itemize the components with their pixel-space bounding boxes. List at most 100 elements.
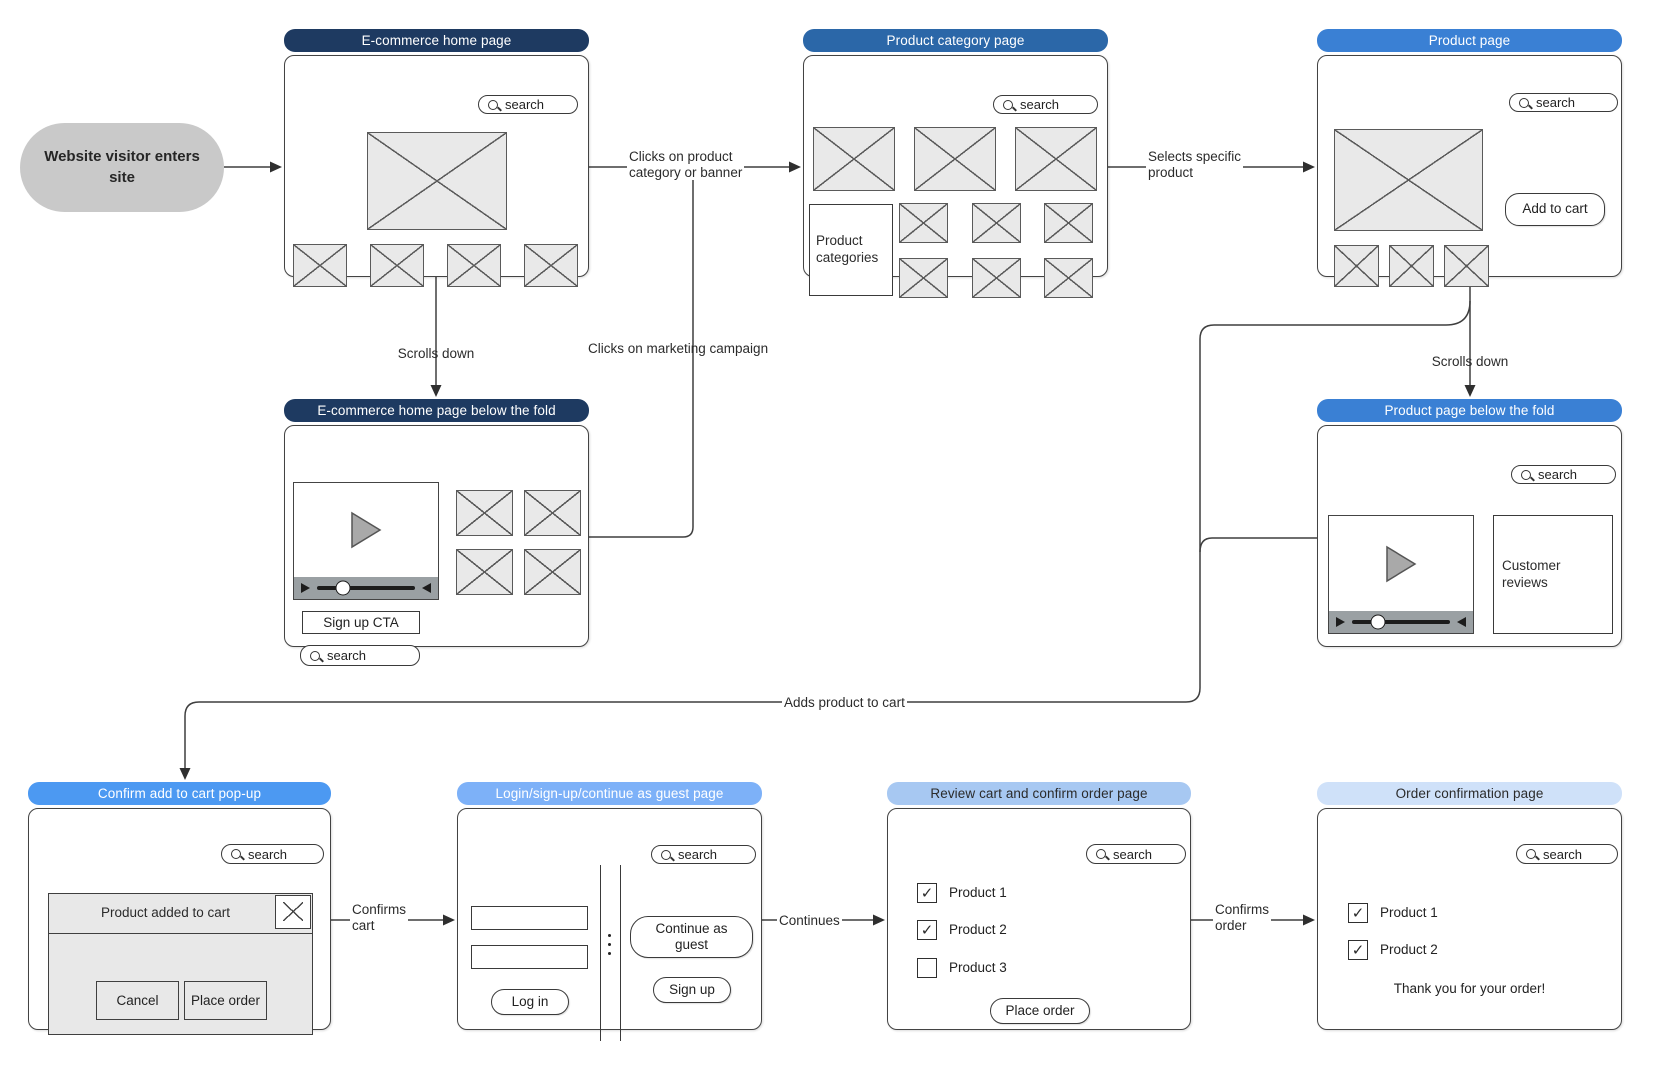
slider-knob-icon[interactable] — [1370, 614, 1386, 630]
search-label: search — [1538, 467, 1578, 482]
wireframe-body: search Customer reviews — [1317, 425, 1622, 647]
sign-up-button[interactable]: Sign up — [653, 977, 731, 1003]
image-placeholder — [456, 490, 513, 536]
search-input[interactable]: search — [993, 95, 1098, 114]
category-banner-placeholder — [1015, 127, 1097, 191]
page-title-bar: Product page below the fold — [1317, 399, 1622, 422]
close-icon[interactable] — [275, 895, 311, 929]
seek-slider[interactable] — [317, 580, 415, 596]
log-in-label: Log in — [511, 993, 549, 1009]
checkbox-checked[interactable]: ✓ — [1348, 903, 1368, 923]
checkbox-checked[interactable]: ✓ — [917, 883, 937, 903]
place-order-label: Place order — [190, 993, 261, 1008]
check-icon: ✓ — [1351, 904, 1365, 922]
page-login-signup-guest: Login/sign-up/continue as guest page sea… — [457, 782, 762, 1041]
product-thumb-placeholder — [899, 258, 948, 298]
volume-icon[interactable] — [1457, 617, 1466, 627]
volume-icon[interactable] — [422, 583, 431, 593]
search-icon — [1519, 97, 1529, 108]
search-input[interactable]: search — [478, 95, 578, 114]
page-title-bar: E-commerce home page — [284, 29, 589, 52]
product-categories-label: Product categories — [816, 233, 879, 265]
wireframe-body: search ✓ Product 1 ✓ Product 2 Thank you… — [1317, 808, 1622, 1030]
connector-below-fold-join — [1199, 537, 1317, 553]
seek-slider[interactable] — [1352, 614, 1450, 630]
category-banner-placeholder — [813, 127, 895, 191]
wireframe-body: search — [284, 55, 589, 287]
wireframe-body: search ✓ Product 1 ✓ Product 2 Product 3… — [887, 808, 1191, 1030]
search-input[interactable]: search — [651, 845, 756, 864]
arrowhead — [270, 161, 282, 173]
video-player[interactable] — [293, 482, 439, 600]
edge-label-scrolls-down-product: Scrolls down — [1431, 354, 1509, 369]
search-input[interactable]: search — [300, 645, 420, 666]
arrowhead — [179, 768, 191, 780]
divider — [620, 865, 621, 1041]
page-title: Product category page — [886, 33, 1025, 48]
search-input[interactable]: search — [221, 844, 324, 864]
place-order-label: Place order — [1005, 1002, 1075, 1018]
edge-label-selects-product: Selects specific product — [1146, 149, 1244, 181]
slider-knob-icon[interactable] — [335, 580, 351, 596]
cart-item-label: Product 1 — [949, 885, 1007, 900]
video-player[interactable] — [1328, 515, 1474, 634]
search-input[interactable]: search — [1516, 844, 1618, 864]
thank-you-message: Thank you for your order! — [1393, 981, 1546, 996]
connector-adds-to-cart — [184, 300, 1471, 770]
video-controls — [294, 577, 438, 599]
edge-label-confirms-order: Confirms order — [1213, 902, 1272, 934]
check-icon: ✓ — [1351, 941, 1365, 959]
place-order-button[interactable]: Place order — [184, 981, 267, 1020]
checkbox-checked[interactable]: ✓ — [1348, 940, 1368, 960]
log-in-button[interactable]: Log in — [491, 989, 569, 1015]
search-label: search — [1536, 95, 1576, 110]
cart-item-label: Product 3 — [949, 960, 1007, 975]
divider — [600, 865, 601, 1041]
product-thumb-placeholder — [1444, 245, 1489, 287]
continue-as-guest-button[interactable]: Continue as guest — [630, 916, 753, 958]
video-screen — [294, 483, 438, 577]
page-title-bar: Product page — [1317, 29, 1622, 52]
image-placeholder — [524, 490, 581, 536]
page-title: Login/sign-up/continue as guest page — [495, 786, 724, 801]
check-icon: ✓ — [920, 921, 934, 939]
play-button-icon[interactable] — [1336, 617, 1345, 627]
product-thumb-placeholder — [1334, 245, 1379, 287]
search-icon — [1521, 469, 1531, 480]
play-icon[interactable] — [1384, 544, 1418, 584]
signup-cta-button[interactable]: Sign up CTA — [302, 611, 420, 634]
place-order-button[interactable]: Place order — [990, 998, 1090, 1024]
page-title: E-commerce home page — [361, 33, 512, 48]
start-node-label: Website visitor enters site — [44, 148, 200, 186]
search-input[interactable]: search — [1509, 93, 1618, 112]
play-button-icon[interactable] — [301, 583, 310, 593]
image-placeholder — [524, 244, 578, 287]
add-to-cart-button[interactable]: Add to cart — [1505, 193, 1605, 226]
arrowhead — [1464, 385, 1476, 397]
wireframe-body: search Add to cart — [1317, 55, 1622, 287]
password-field[interactable] — [471, 945, 588, 969]
username-field[interactable] — [471, 906, 588, 930]
video-screen — [1329, 516, 1473, 611]
cancel-button[interactable]: Cancel — [96, 981, 179, 1020]
page-home-below-fold: E-commerce home page below the fold — [284, 399, 589, 666]
product-thumb-placeholder — [972, 258, 1021, 298]
hero-banner-placeholder — [367, 132, 507, 230]
search-label: search — [1020, 97, 1060, 112]
search-label: search — [1543, 846, 1583, 862]
page-confirm-add-to-cart: Confirm add to cart pop-up search Produc… — [28, 782, 331, 1035]
search-icon — [1526, 849, 1536, 859]
page-product: Product page search Add to cart — [1317, 29, 1622, 287]
dialog-header: Product added to cart — [49, 894, 312, 934]
page-title-bar: Confirm add to cart pop-up — [28, 782, 331, 805]
arrowhead — [1303, 161, 1315, 173]
checkbox-unchecked[interactable] — [917, 958, 937, 978]
checkbox-checked[interactable]: ✓ — [917, 920, 937, 940]
search-input[interactable]: search — [1511, 465, 1616, 484]
search-input[interactable]: search — [1086, 844, 1186, 864]
page-order-confirmation: Order confirmation page search ✓ Product… — [1317, 782, 1622, 1032]
page-title-bar: Order confirmation page — [1317, 782, 1622, 805]
search-label: search — [327, 648, 367, 663]
play-icon[interactable] — [349, 510, 383, 550]
